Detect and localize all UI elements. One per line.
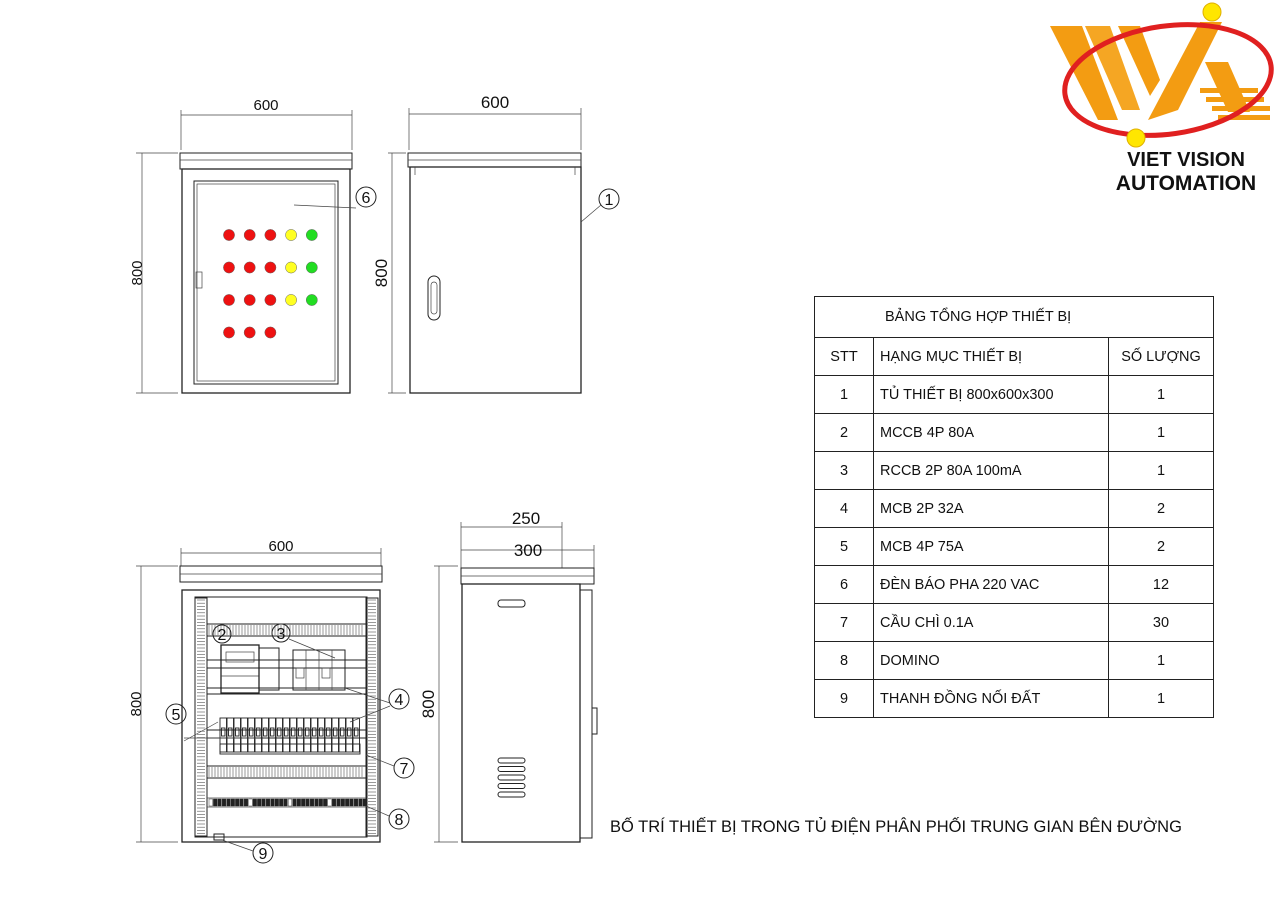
front-height-label: 800 [129, 260, 146, 285]
door-width-label: 600 [481, 93, 509, 112]
indicator-light-green [305, 261, 318, 274]
indicator-light-red [264, 294, 277, 306]
interior-view: 600 800 [128, 538, 415, 864]
indicator-light-yellow [285, 261, 297, 274]
row-qty: 12 [1108, 565, 1214, 604]
row-stt: 4 [814, 489, 874, 528]
header-stt: STT [814, 337, 874, 376]
indicator-light-red [264, 229, 277, 241]
row-stt: 1 [814, 375, 874, 414]
company-logo: VIET VISION AUTOMATION [1050, 2, 1274, 195]
mccb-breaker [220, 644, 280, 694]
callout-1: 1 [605, 192, 614, 209]
indicator-light-red [223, 261, 235, 274]
indicator-light-green [305, 294, 318, 306]
row-stt: 3 [814, 451, 874, 490]
row-name: MCCB 4P 80A [873, 413, 1109, 452]
domino-terminal-row [208, 798, 367, 807]
interior-width-label: 600 [268, 538, 293, 555]
indicator-light-red [243, 261, 256, 274]
indicator-light-green [305, 229, 318, 241]
table-title: BẢNG TỔNG HỢP THIẾT BỊ [814, 296, 1214, 338]
side-height-label: 800 [419, 690, 438, 718]
front-width-label: 600 [253, 97, 278, 114]
row-name: RCCB 2P 80A 100mA [873, 451, 1109, 490]
row-stt: 6 [814, 565, 874, 604]
interior-height-label: 800 [128, 691, 145, 716]
side-view: 250 300 800 [419, 509, 598, 843]
header-qty: SỐ LƯỢNG [1108, 337, 1214, 376]
equipment-summary-table: BẢNG TỔNG HỢP THIẾT BỊ STT HẠNG MỤC THIẾ… [814, 296, 1214, 718]
front-view: 600 800 6 [129, 97, 377, 394]
indicator-light-red [243, 294, 256, 306]
row-qty: 1 [1108, 375, 1214, 414]
row-name: THANH ĐỒNG NỐI ĐẤT [873, 679, 1109, 718]
row-stt: 8 [814, 641, 874, 680]
indicator-light-red [264, 261, 277, 274]
logo-line-2: AUTOMATION [1116, 172, 1256, 195]
header-name: HẠNG MỤC THIẾT BỊ [873, 337, 1109, 376]
callout-2: 2 [218, 627, 227, 644]
logo-line-1: VIET VISION [1127, 149, 1245, 171]
callout-6: 6 [362, 190, 371, 207]
row-name: DOMINO [873, 641, 1109, 680]
earth-bar [213, 833, 225, 841]
indicator-light-red [264, 326, 277, 339]
row-qty: 1 [1108, 413, 1214, 452]
row-name: TỦ THIẾT BỊ 800x600x300 [873, 375, 1109, 414]
row-stt: 9 [814, 679, 874, 718]
indicator-lights [223, 229, 318, 339]
callout-3: 3 [277, 626, 286, 643]
row-name: ĐÈN BÁO PHA 220 VAC [873, 565, 1109, 604]
rccb-group [292, 649, 346, 691]
callout-7: 7 [400, 761, 409, 778]
indicator-light-red [223, 326, 235, 339]
indicator-light-red [223, 294, 235, 306]
wire-duct-right [365, 597, 379, 837]
row-qty: 1 [1108, 679, 1214, 718]
row-qty: 1 [1108, 451, 1214, 490]
drawing-caption: BỐ TRÍ THIẾT BỊ TRONG TỦ ĐIỆN PHÂN PHỐI … [610, 818, 1182, 836]
door-side-view: 600 800 1 [372, 93, 620, 394]
logo-mark [1050, 2, 1274, 148]
row-qty: 30 [1108, 603, 1214, 642]
wire-duct-left [194, 597, 208, 837]
mcb-row [219, 717, 361, 755]
row-qty: 1 [1108, 641, 1214, 680]
vent-louvres [497, 757, 526, 798]
indicator-light-yellow [285, 294, 297, 306]
indicator-light-yellow [285, 229, 297, 241]
row-stt: 5 [814, 527, 874, 566]
indicator-light-red [243, 326, 256, 339]
callout-4: 4 [395, 692, 404, 709]
row-qty: 2 [1108, 527, 1214, 566]
row-name: MCB 2P 32A [873, 489, 1109, 528]
table-title-row: BẢNG TỔNG HỢP THIẾT BỊ [814, 296, 1214, 338]
row-name: CẦU CHÌ 0.1A [873, 603, 1109, 642]
callout-5: 5 [172, 707, 181, 724]
row-name: MCB 4P 75A [873, 527, 1109, 566]
table-header-row: STT HẠNG MỤC THIẾT BỊ SỐ LƯỢNG [814, 337, 1214, 376]
row-stt: 7 [814, 603, 874, 642]
side-depth-label-300: 300 [514, 541, 542, 560]
indicator-light-red [243, 229, 256, 241]
indicator-light-red [223, 229, 235, 241]
side-depth-label-250: 250 [512, 509, 540, 528]
callout-8: 8 [395, 812, 404, 829]
row-qty: 2 [1108, 489, 1214, 528]
row-stt: 2 [814, 413, 874, 452]
callout-9: 9 [259, 846, 268, 863]
door-height-label: 800 [372, 259, 391, 287]
